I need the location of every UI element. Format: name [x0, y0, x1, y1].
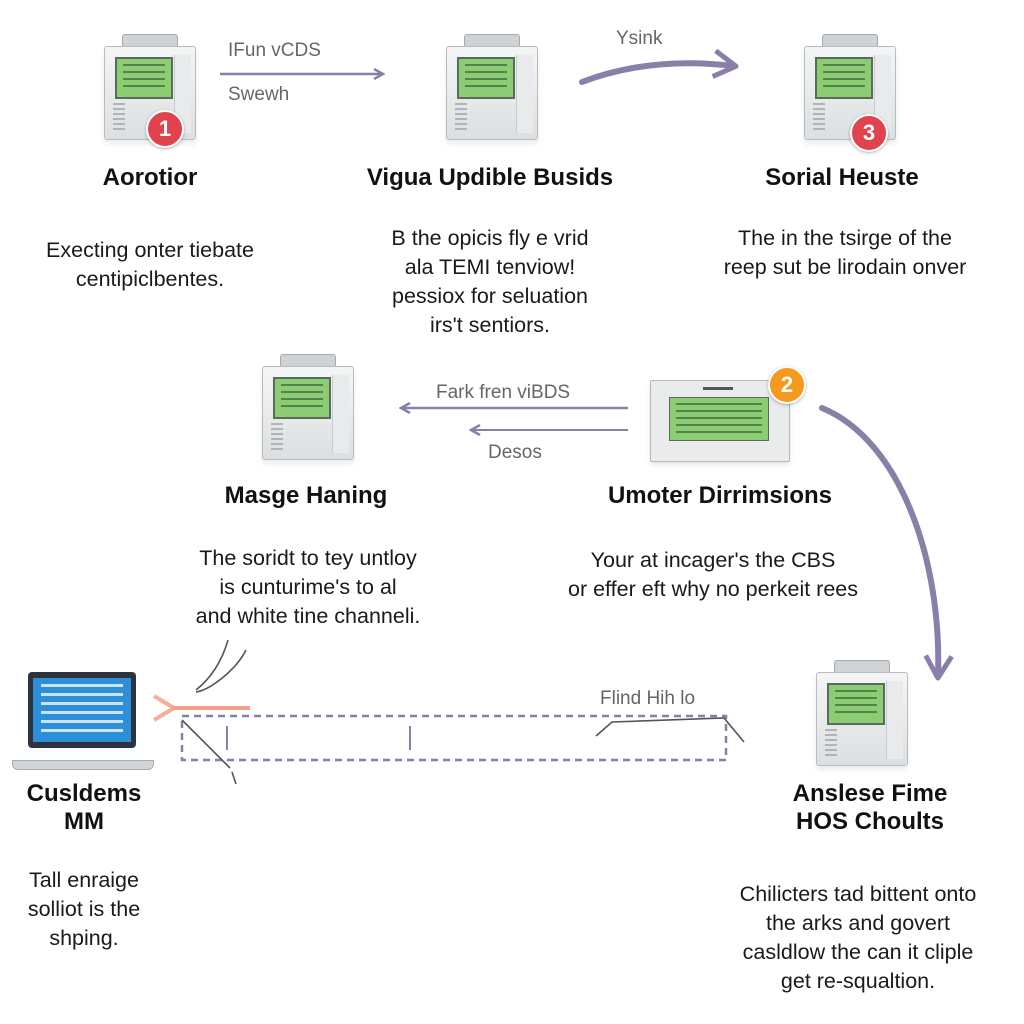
- node-title-aorotior: Aorotior: [102, 164, 198, 191]
- node-desc-masge: The soridt to tey untloy is cunturime's …: [148, 544, 468, 631]
- desc-line: B the opicis fly e vrid: [391, 226, 589, 250]
- medical-analyzer-icon: [816, 660, 908, 766]
- node-desc-cusldems: Tall enraige solliot is the shping.: [0, 866, 168, 953]
- node-desc-aorotior: Execting onter tiebate centipiclbentes.: [20, 236, 280, 294]
- desc-line: get re-squaltion.: [780, 969, 936, 993]
- step-badge-3: 3: [850, 114, 888, 152]
- desc-line: The soridt to tey untloy: [199, 546, 417, 570]
- title-line: MM: [64, 808, 104, 835]
- edge-label-n1-n2-top: IFun vCDS: [228, 40, 321, 61]
- node-desc-anslese: Chilicters tad bittent onto the arks and…: [706, 880, 1010, 996]
- desc-line: is cunturime's to al: [219, 575, 397, 599]
- edge-label-n7-n6: Flind Hih lo: [600, 688, 696, 709]
- edge-label-n1-n2-bottom: Swewh: [228, 84, 290, 105]
- edge-label-n2-n3: Ysink: [616, 28, 663, 49]
- node-desc-vigua: B the opicis fly e vrid ala TEMI tenviow…: [340, 224, 640, 340]
- desc-line: reep sut be lirodain onver: [723, 255, 967, 279]
- desc-line: irs't sentiors.: [430, 313, 550, 337]
- step-badge-1: 1: [146, 110, 184, 148]
- title-line: HOS Choults: [796, 808, 944, 835]
- dashed-channel: [180, 714, 728, 762]
- scribble-right: [595, 717, 745, 743]
- desc-line: Chilicters tad bittent onto: [739, 882, 977, 906]
- node-title-umoter: Umoter Dirrimsions: [607, 482, 833, 509]
- title-line: Cusldems: [26, 780, 142, 807]
- medical-analyzer-icon: [262, 354, 354, 460]
- desc-line: shping.: [49, 926, 119, 950]
- arrow-n2-n3: [579, 63, 734, 85]
- desc-line: centipiclbentes.: [75, 267, 225, 291]
- node-title-cusldems: Cusldems MM: [0, 780, 168, 836]
- desktop-monitor-icon: [650, 380, 790, 462]
- desc-line: Execting onter tiebate: [46, 238, 254, 262]
- desc-line: pessiox for seluation: [392, 284, 588, 308]
- desc-line: Your at incager's the CBS: [590, 548, 836, 572]
- desc-line: The in the tsirge of the: [738, 226, 952, 250]
- node-desc-umoter: Your at incager's the CBS or effer eft w…: [530, 546, 896, 604]
- edge-label-n5-n4-top: Fark fren viBDS: [436, 382, 571, 403]
- desc-line: casldlow the can it cliple: [742, 940, 974, 964]
- edge-label-n5-n4-bottom: Desos: [488, 442, 542, 463]
- step-badge-2: 2: [768, 366, 806, 404]
- medical-analyzer-icon: [104, 34, 196, 140]
- laptop-icon: [28, 672, 136, 748]
- laptop-base: [12, 760, 154, 770]
- node-title-masge: Masge Haning: [224, 482, 388, 509]
- node-title-anslese: Anslese Fime HOS Choults: [742, 780, 998, 836]
- desc-line: or effer eft why no perkeit rees: [568, 577, 858, 601]
- arrow-n5-n7: [819, 405, 938, 676]
- medical-analyzer-icon: [446, 34, 538, 140]
- desc-line: and white tine channeli.: [195, 604, 421, 628]
- desc-line: solliot is the: [27, 897, 141, 921]
- scribble-left: [181, 639, 247, 785]
- desc-line: Tall enraige: [29, 868, 139, 892]
- node-title-sorial: Sorial Heuste: [765, 164, 919, 191]
- desc-line: the arks and govert: [765, 911, 951, 935]
- title-line: Anslese Fime: [792, 780, 948, 807]
- node-desc-sorial: The in the tsirge of the reep sut be lir…: [690, 224, 1000, 282]
- desc-line: ala TEMI tenviow!: [404, 255, 576, 279]
- node-title-vigua: Vigua Updible Busids: [366, 164, 614, 191]
